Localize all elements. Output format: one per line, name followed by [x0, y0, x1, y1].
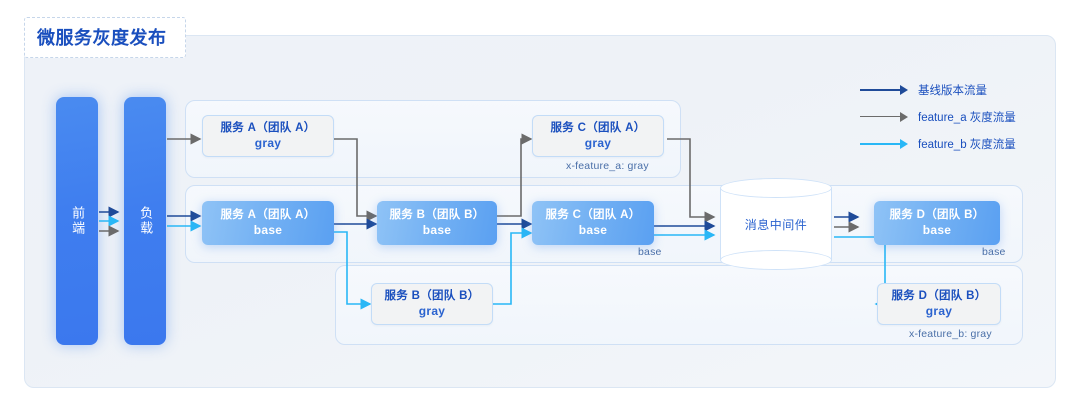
node-version: gray: [925, 303, 953, 318]
node-version: base: [422, 222, 452, 237]
group-tag-base-right: base: [982, 246, 1006, 258]
node-title: 服务 C（团队 A）: [550, 121, 646, 134]
node-title: 服务 D（团队 B）: [889, 208, 985, 221]
cylinder-bottom: [720, 250, 832, 270]
group-tag-feature-a: x-feature_a: gray: [566, 160, 649, 172]
group-tag-base: base: [638, 246, 662, 258]
node-title: 服务 A（团队 A）: [220, 121, 316, 134]
legend-arrow-icon: [860, 84, 908, 96]
node-version: gray: [584, 135, 612, 150]
frontend-block[interactable]: 前端: [56, 97, 98, 345]
node-version: base: [578, 222, 608, 237]
node-service-a-base[interactable]: 服务 A（团队 A） base: [202, 201, 334, 245]
node-title: 服务 A（团队 A）: [220, 208, 316, 221]
node-service-b-gray[interactable]: 服务 B（团队 B） gray: [371, 283, 493, 325]
node-service-b-base[interactable]: 服务 B（团队 B） base: [377, 201, 497, 245]
node-service-c-base[interactable]: 服务 C（团队 A） base: [532, 201, 654, 245]
load-balancer-label: 负载: [138, 206, 154, 236]
node-service-c-gray[interactable]: 服务 C（团队 A） gray: [532, 115, 664, 157]
legend-label: 基线版本流量: [918, 84, 987, 97]
message-middleware[interactable]: 消息中间件: [720, 178, 832, 270]
node-service-a-gray[interactable]: 服务 A（团队 A） gray: [202, 115, 334, 157]
legend-label: feature_a 灰度流量: [918, 111, 1016, 124]
legend-arrow-icon: [860, 111, 908, 123]
node-title: 服务 B（团队 B）: [389, 208, 485, 221]
node-version: base: [253, 222, 283, 237]
group-tag-feature-b: x-feature_b: gray: [909, 328, 992, 340]
cylinder-top: [720, 178, 832, 198]
node-title: 服务 C（团队 A）: [545, 208, 641, 221]
middleware-label: 消息中间件: [744, 217, 808, 232]
legend-item-feature-a: feature_a 灰度流量: [860, 103, 1040, 130]
legend-item-feature-b: feature_b 灰度流量: [860, 130, 1040, 157]
node-version: gray: [254, 135, 282, 150]
node-version: base: [922, 222, 952, 237]
node-service-d-gray[interactable]: 服务 D（团队 B） gray: [877, 283, 1001, 325]
cylinder-body: [720, 188, 832, 260]
load-balancer-block[interactable]: 负载: [124, 97, 166, 345]
frontend-label: 前端: [70, 206, 86, 236]
legend: 基线版本流量 feature_a 灰度流量 feature_b 灰度流量: [860, 76, 1040, 157]
page-title: 微服务灰度发布: [37, 28, 167, 48]
node-version: gray: [418, 303, 446, 318]
legend-item-baseline: 基线版本流量: [860, 76, 1040, 103]
node-title: 服务 B（团队 B）: [384, 289, 480, 302]
legend-arrow-icon: [860, 138, 908, 150]
node-title: 服务 D（团队 B）: [891, 289, 987, 302]
diagram-title: 微服务灰度发布: [24, 17, 186, 58]
node-service-d-base[interactable]: 服务 D（团队 B） base: [874, 201, 1000, 245]
legend-label: feature_b 灰度流量: [918, 138, 1016, 151]
